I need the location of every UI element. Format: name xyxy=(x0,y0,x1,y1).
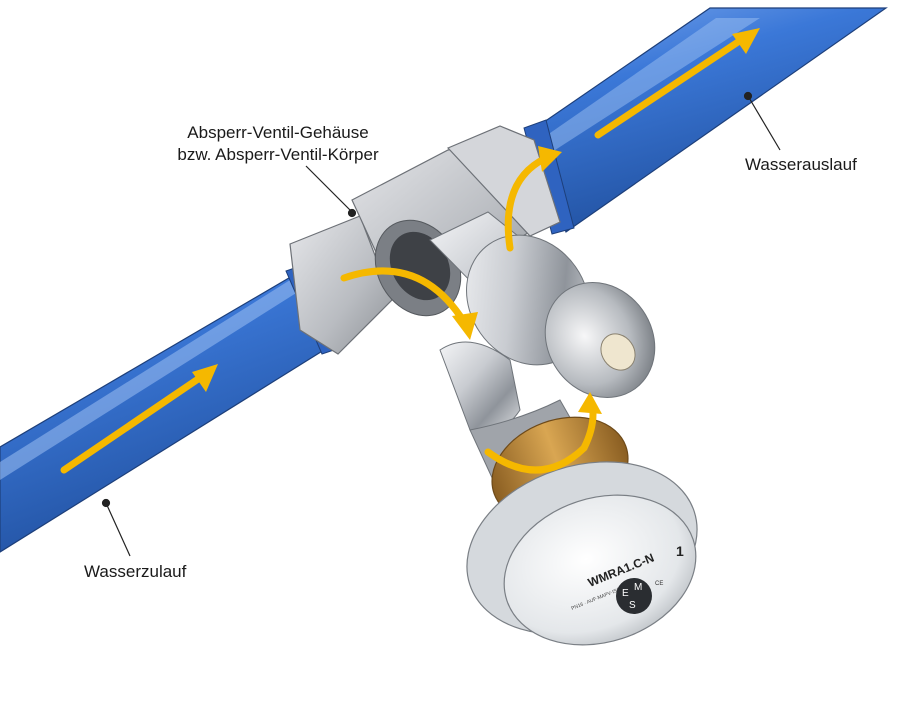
flow-arrows xyxy=(60,28,760,474)
inlet-label: Wasserzulauf xyxy=(84,562,187,581)
leader-lines xyxy=(101,91,781,557)
valve-body xyxy=(289,125,561,355)
water-meter: WMRA1.C-N PN16 · AUF·MAPV·ISO 4064 1 E M… xyxy=(466,461,698,646)
inlet-flow-arrow-icon xyxy=(60,371,208,474)
valve-stem xyxy=(429,211,656,398)
inlet-arrowhead-icon xyxy=(192,364,218,392)
outlet-label: Wasserauslauf xyxy=(745,155,857,174)
outlet-pipe xyxy=(523,7,888,235)
housing-label: Absperr-Ventil-Gehäuse bzw. Absperr-Vent… xyxy=(148,122,408,166)
ce-mark: CE xyxy=(655,581,663,587)
ems-logo xyxy=(616,578,652,614)
inlet-pipe xyxy=(0,261,347,553)
body-flow-arrow-icon xyxy=(340,267,468,326)
outlet-leader-line xyxy=(747,95,781,151)
body-arrowhead-icon xyxy=(452,312,478,340)
stem-up-arrow-icon xyxy=(504,154,550,252)
housing-label-line2: bzw. Absperr-Ventil-Körper xyxy=(177,145,379,164)
outlet-arrowhead-icon xyxy=(732,28,760,54)
housing-label-line1: Absperr-Ventil-Gehäuse xyxy=(187,123,369,142)
meter-loop-arrow-icon xyxy=(484,400,597,474)
meter-loop-arrowhead-icon xyxy=(578,392,602,414)
stem-up-arrowhead-icon xyxy=(538,146,562,172)
outlet-flow-arrow-icon xyxy=(594,34,748,139)
inlet-leader-line xyxy=(105,502,131,557)
logo-letter-s: S xyxy=(629,600,636,611)
housing-leader-line xyxy=(305,165,353,213)
logo-letter-m: M xyxy=(634,582,642,593)
meter-number: 1 xyxy=(676,543,684,559)
logo-letter-e: E xyxy=(622,588,629,599)
